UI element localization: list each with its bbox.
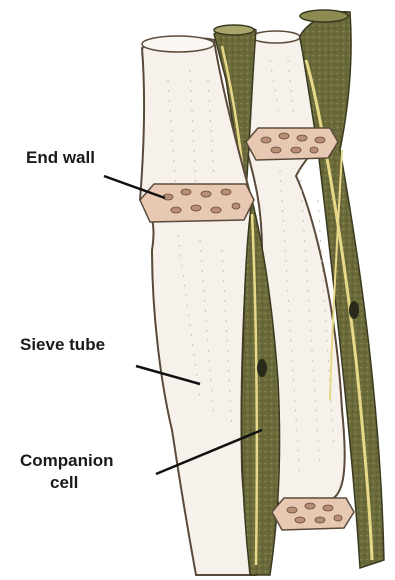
- sieve-plate-right-bottom: [272, 498, 354, 530]
- companion-cell-label-line2: cell: [50, 473, 78, 492]
- companion-nucleus-lower: [257, 359, 267, 377]
- companion-cell-label-line1: Companion: [20, 451, 114, 470]
- sieve-plate-left: [140, 184, 254, 222]
- end-wall-label: End wall: [26, 148, 95, 167]
- companion-nucleus-right: [349, 301, 359, 319]
- sieve-tube-label: Sieve tube: [20, 335, 105, 354]
- sieve-plate-right-top: [246, 128, 338, 160]
